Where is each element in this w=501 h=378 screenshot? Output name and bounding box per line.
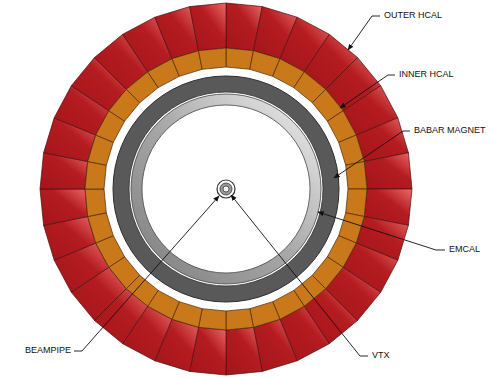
vtx-core [223,186,229,192]
hcal-segment [250,302,280,328]
callout-label: INNER HCAL [398,69,455,80]
hcal-segment [199,309,227,330]
leader-line [340,75,395,108]
hcal-segment [88,213,114,243]
hcal-segment [190,3,226,51]
emcal [131,94,321,284]
callout-label: BEAMPIPE [24,345,72,356]
magnet-gap [129,92,323,286]
callout-label: OUTER HCAL [383,10,443,21]
emcal-inner [142,105,310,273]
leader-line [334,131,410,178]
babar-magnet [113,76,339,302]
leader-line [318,212,445,250]
hcal-segment [226,309,254,330]
hcal-segment [364,153,412,189]
hcal-segment [346,162,367,190]
hcal-segment [339,135,365,165]
inner-hcal [85,48,367,330]
hcal-segment [226,48,254,69]
hcal-segment [199,48,227,69]
hcal-segment [346,189,367,217]
hcal-segment [172,51,202,77]
hcal-segment [85,189,106,217]
callout-label: VTX [371,350,391,361]
callout-label: BABAR MAGNET [413,125,487,136]
leader-line [231,195,368,356]
beampipe [217,180,235,198]
hcal-segment [40,189,88,225]
hcal-segment [85,162,106,190]
hcal-segment [226,327,262,375]
leader-line [348,16,380,50]
outer-hcal [40,3,412,375]
callout-label: EMCAL [448,244,481,255]
leader-lines [74,16,445,356]
vtx [220,183,232,195]
leader-line [74,196,219,351]
